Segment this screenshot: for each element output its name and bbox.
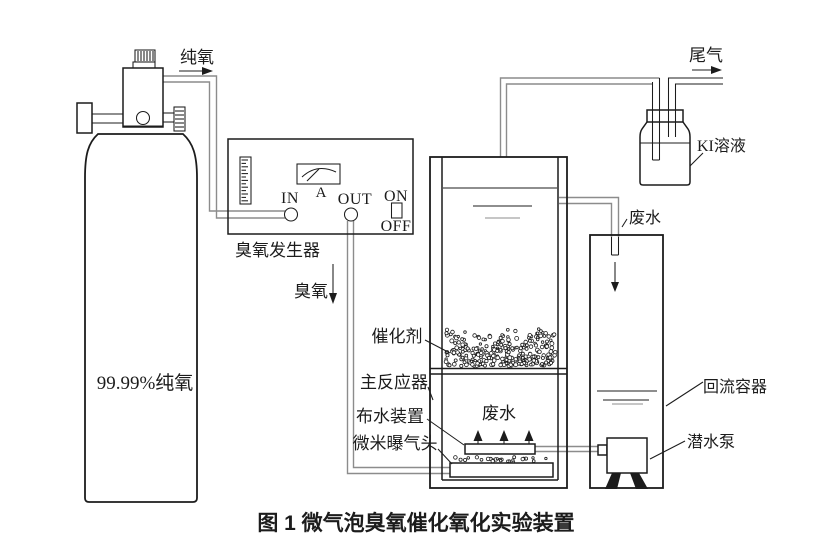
ki-solution-pointer: [689, 152, 704, 167]
overflow-pipe: [559, 196, 620, 256]
catalyst-support: [430, 367, 567, 375]
pump-legs: [605, 473, 648, 489]
reflux-container: 回流容器: [589, 234, 767, 489]
down-arrow-icon: [611, 262, 619, 292]
off-label: OFF: [381, 218, 412, 235]
ammeter: [296, 163, 341, 185]
out-port: [343, 207, 359, 222]
reactor-water-level: [443, 187, 557, 219]
wastewater-pointer-tick: [621, 218, 628, 228]
down-arrow-icon: [329, 264, 337, 304]
valve-knob-hatching: [137, 51, 154, 61]
power-switch: [390, 202, 403, 219]
ozone-flow: 臭氧: [294, 264, 337, 304]
reflux-water-level: [597, 390, 657, 405]
water-distributor-pointer: [426, 418, 465, 446]
micro-aerator: [449, 462, 554, 478]
ozone-label: 臭氧: [294, 282, 328, 301]
micro-aerator-pointer: [437, 448, 453, 465]
pure-oxygen-flow: 纯氧: [179, 48, 214, 75]
cylinder-valve: [76, 49, 186, 134]
pump-body: [606, 437, 648, 474]
pure-oxygen-label: 纯氧: [180, 48, 214, 67]
ki-bottle: KI溶液: [639, 77, 746, 186]
wastewater-label-reactor: 废水: [482, 404, 516, 423]
ammeter-label: A: [316, 185, 327, 201]
flowmeter: [239, 156, 252, 205]
submersible-pump-pointer: [649, 440, 686, 460]
ozone-pipe: [346, 221, 450, 475]
wastewater-return: 废水: [611, 209, 661, 292]
ki-solution-label: KI溶液: [697, 137, 746, 155]
main-reactor: 废水: [429, 156, 568, 489]
tail-gas-label: 尾气: [689, 46, 723, 65]
pump-coupling: [597, 444, 608, 456]
catalyst-bed: [443, 327, 558, 369]
valve-handwheel-right: [163, 106, 186, 132]
oxygen-cylinder: 99.99%纯氧: [84, 133, 198, 503]
figure-caption: 图 1 微气泡臭氧催化氧化实验装置: [257, 511, 574, 535]
cylinder-label: 99.99%纯氧: [97, 372, 194, 394]
micro-aerator-label: 微米曝气头: [353, 434, 438, 453]
distributor-arrows: [473, 430, 534, 444]
tail-gas-pipe: [499, 77, 660, 157]
ozone-generator-label: 臭氧发生器: [235, 241, 320, 260]
right-arrow-icon: [179, 67, 213, 75]
wastewater-label-pipe: 废水: [629, 209, 661, 227]
catalyst-pointer: [424, 339, 451, 354]
reflux-container-label: 回流容器: [703, 378, 767, 396]
bottle-inlet-tube: [651, 78, 661, 161]
oxygen-pipe: [163, 75, 285, 219]
main-reactor-pointer: [427, 386, 434, 401]
water-distributor-label: 布水装置: [356, 407, 424, 426]
submersible-pump: 潜水泵: [597, 433, 735, 489]
valve-handle-left: [76, 102, 93, 134]
reactor-labels: 催化剂 主反应器 布水装置 微米曝气头: [353, 327, 465, 465]
aerator-bubbles: [453, 455, 548, 464]
in-label: IN: [281, 190, 299, 207]
in-port: [283, 207, 299, 222]
tail-gas-flow: 尾气: [689, 46, 723, 74]
reflux-container-pointer: [665, 381, 704, 407]
bottle-outlet-tube: [667, 77, 723, 137]
catalyst-label: 催化剂: [372, 327, 423, 346]
submersible-pump-label: 潜水泵: [687, 433, 735, 451]
on-label: ON: [384, 188, 408, 205]
ozone-generator-box: A IN OUT ON OFF: [227, 138, 414, 235]
right-arrow-icon: [692, 66, 722, 74]
main-reactor-label: 主反应器: [360, 373, 428, 392]
out-label: OUT: [338, 191, 372, 208]
water-distributor: [464, 443, 536, 455]
ki-bottle-cap: [646, 109, 684, 123]
